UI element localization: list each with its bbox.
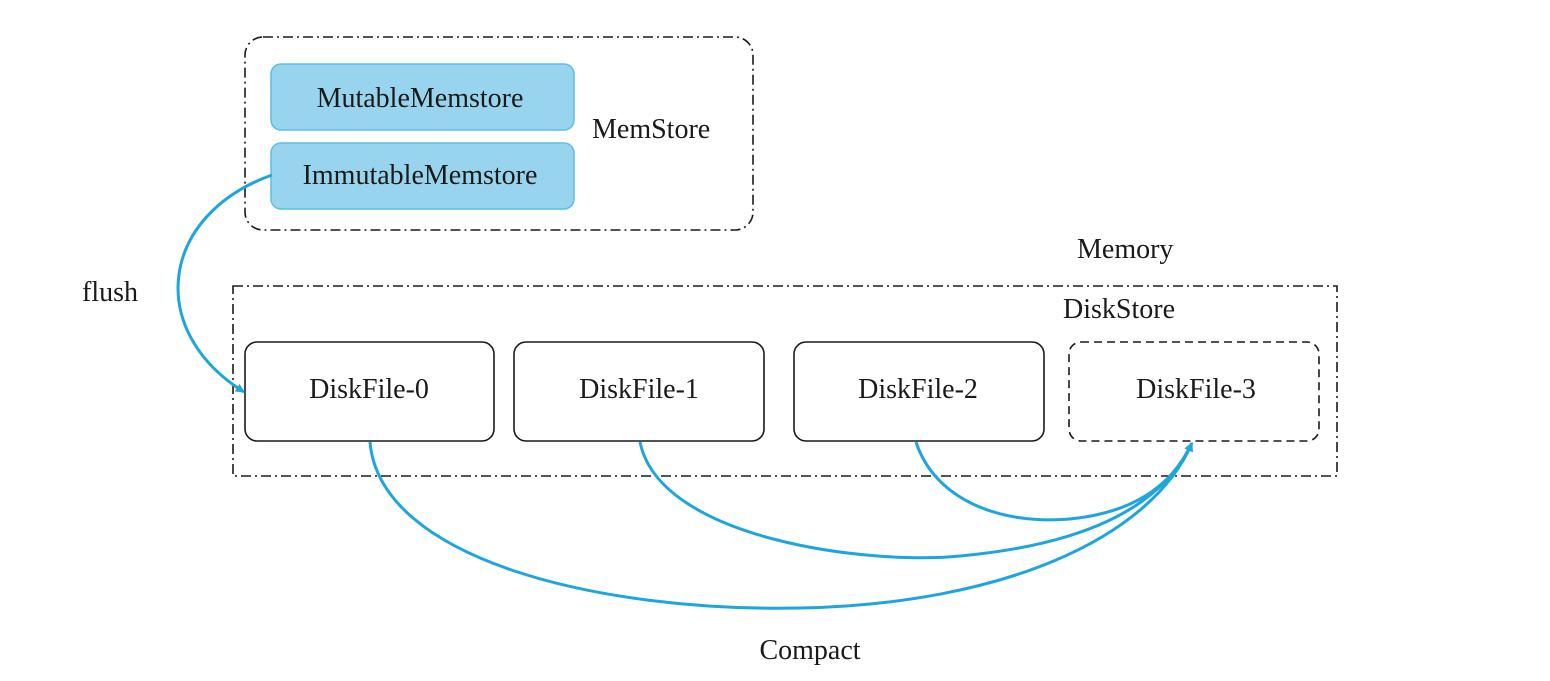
diskfile-3-label: DiskFile-3 <box>1136 374 1256 405</box>
diskfile-1-box <box>513 341 765 442</box>
diskstore-container <box>232 285 1338 477</box>
memory-label: Memory <box>1077 234 1173 265</box>
diskfile-0-box <box>244 341 495 442</box>
compact-arrow-diskfile-1 <box>638 441 1194 560</box>
compact-arrow-diskfile-2 <box>914 441 1194 522</box>
compact-arrow-diskfile-0 <box>368 441 1194 610</box>
diskfile-0-label: DiskFile-0 <box>309 374 429 405</box>
diskfile-1-label: DiskFile-1 <box>579 374 699 405</box>
flush-label: flush <box>82 277 138 308</box>
immutable-memstore-label: ImmutableMemstore <box>303 160 538 191</box>
memstore-label: MemStore <box>592 114 710 145</box>
mutable-memstore-box <box>270 63 575 131</box>
compact-label: Compact <box>759 635 860 666</box>
mutable-memstore-label: MutableMemstore <box>317 83 524 114</box>
memstore-container <box>244 36 754 231</box>
diskfile-2-label: DiskFile-2 <box>858 374 978 405</box>
diskfile-2-box <box>793 341 1045 442</box>
diskstore-label: DiskStore <box>1063 294 1175 325</box>
flush-arrow <box>176 173 273 394</box>
diskfile-3-box <box>1068 341 1320 442</box>
